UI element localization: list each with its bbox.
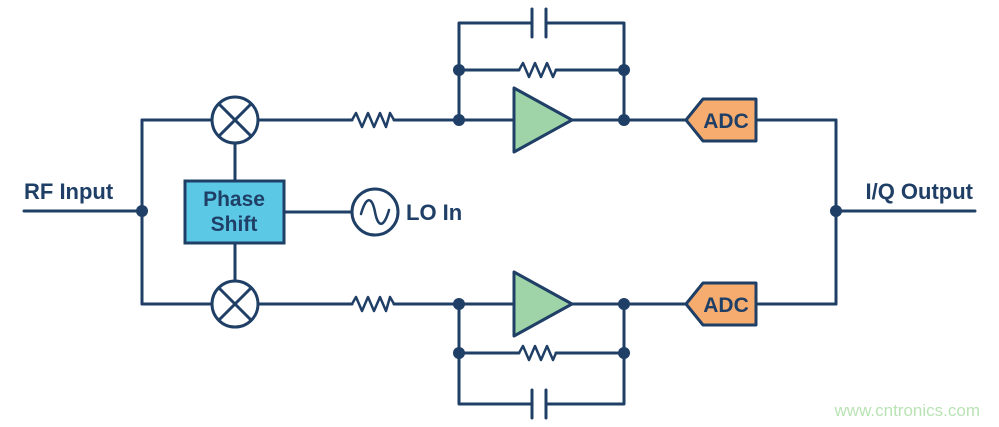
top-feedback-resistor-icon	[517, 61, 558, 79]
lo-source-icon	[350, 187, 400, 237]
top-amplifier-icon	[512, 86, 574, 154]
iq-output-label: I/Q Output	[865, 179, 973, 204]
top-mixer-icon	[210, 95, 260, 145]
top-feedback-node-right-upper	[618, 64, 630, 76]
bottom-feedback-node-left-lower	[453, 347, 465, 359]
bottom-adc-label: ADC	[703, 294, 749, 317]
bottom-feedback-wire-left	[457, 302, 534, 406]
top-feedback-capacitor-icon	[530, 7, 548, 39]
rf-input-label: RF Input	[24, 179, 114, 204]
rf-input-junction	[136, 205, 148, 217]
top-feedback-node-left-upper	[453, 64, 465, 76]
bottom-adc-block: ADC	[684, 281, 758, 327]
bottom-feedback-node-left-upper	[453, 298, 465, 310]
lo-in-label: LO In	[406, 200, 462, 225]
top-path-resistor-icon	[350, 111, 396, 129]
watermark-text: www.cntronics.com	[834, 401, 980, 420]
phase-shift-label-line2: Shift	[211, 213, 258, 236]
bottom-feedback-resistor-icon	[517, 344, 558, 362]
bottom-feedback-node-right-lower	[618, 347, 630, 359]
top-adc-block: ADC	[684, 97, 758, 143]
bottom-path-resistor-icon	[350, 295, 396, 313]
top-feedback-wire-left	[457, 21, 534, 122]
bottom-feedback-capacitor-icon	[530, 388, 548, 420]
iq-output-junction	[830, 205, 842, 217]
phase-shift-label-line1: Phase	[203, 188, 265, 211]
phase-shift-block: Phase Shift	[183, 179, 286, 245]
bottom-feedback-wire-right	[544, 302, 626, 406]
top-feedback-node-right-lower	[618, 114, 630, 126]
bottom-mixer-icon	[210, 279, 260, 329]
top-adc-label: ADC	[703, 110, 749, 133]
bottom-amplifier-icon	[512, 270, 574, 338]
top-feedback-node-left-lower	[453, 114, 465, 126]
bottom-feedback-node-right-upper	[618, 298, 630, 310]
top-feedback-wire-right	[544, 21, 626, 122]
